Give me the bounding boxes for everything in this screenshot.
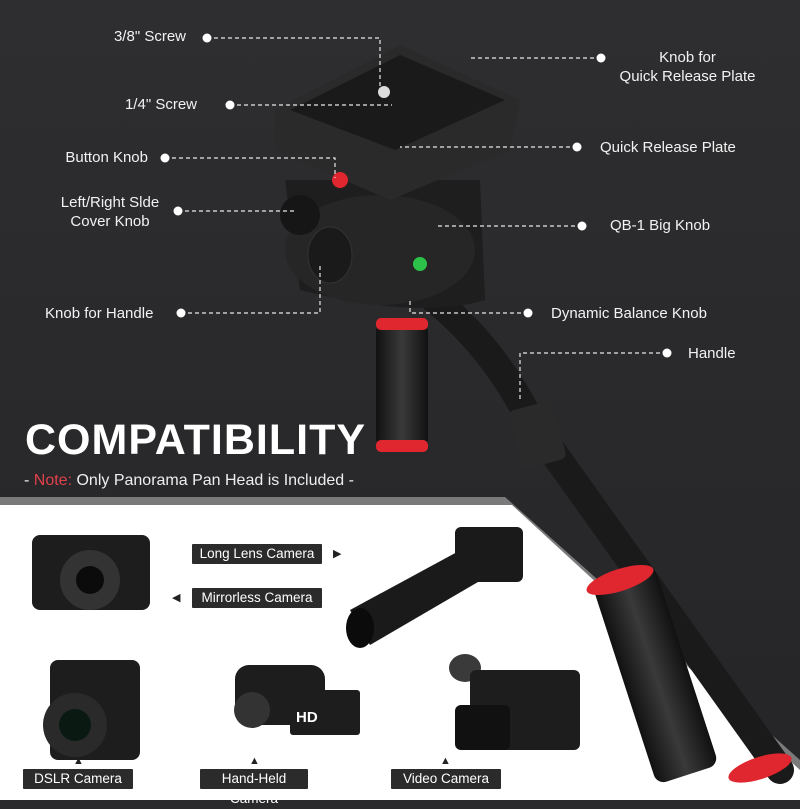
video-camera-image <box>449 654 580 750</box>
note-prefix: - <box>24 472 34 489</box>
label-line: Knob for <box>659 49 716 66</box>
label-handle: Handle <box>688 345 736 362</box>
label-quick-release-plate: Quick Release Plate <box>600 139 736 156</box>
tag-video-camera: Video Camera <box>391 769 501 789</box>
compatibility-title: COMPATIBILITY <box>25 416 367 464</box>
arrow-up-icon: ▲ <box>249 755 260 767</box>
arrow-right-icon: ▶ <box>333 548 342 560</box>
arrow-left-icon: ◀ <box>172 592 181 604</box>
label-dynamic-balance-knob: Dynamic Balance Knob <box>551 305 707 322</box>
handheld-camera-image: HD <box>234 665 360 735</box>
arrow-up-icon: ▲ <box>440 755 451 767</box>
label-button-knob: Button Knob <box>65 149 148 166</box>
svg-text:HD: HD <box>296 709 318 726</box>
label-line: Cover Knob <box>70 213 150 230</box>
label-3-8-screw: 3/8" Screw <box>113 28 186 45</box>
tag-dslr-camera: DSLR Camera <box>23 769 133 789</box>
arrow-up-icon: ▲ <box>73 755 84 767</box>
compatibility-note: - Note: Only Panorama Pan Head is Includ… <box>24 472 354 490</box>
label-qb1-big-knob: QB-1 Big Knob <box>610 217 711 234</box>
label-side-cover-knob: Left/Right Slde Cover Knob <box>45 193 175 231</box>
tag-handheld-camera: Hand-Held Camera <box>200 769 308 806</box>
label-line: Left/Right Slde <box>60 194 160 211</box>
note-label: Note: <box>33 472 73 489</box>
label-knob-for-handle: Knob for Handle <box>45 305 154 322</box>
tag-mirrorless-camera: Mirrorless Camera <box>192 588 322 608</box>
dslr-camera-image <box>43 660 140 760</box>
note-text: Only Panorama Pan Head is Included - <box>72 472 354 489</box>
long-lens-camera-image <box>346 527 523 648</box>
tag-long-lens-camera: Long Lens Camera <box>192 544 322 564</box>
mirrorless-camera-image <box>32 535 150 610</box>
pan-head-image <box>275 45 520 452</box>
callout-lines <box>165 37 667 400</box>
label-1-4-screw: 1/4" Screw <box>124 96 197 113</box>
callout-dots <box>160 33 672 358</box>
label-knob-quick-release: Knob for Quick Release Plate <box>610 48 765 86</box>
label-line: Quick Release Plate <box>619 68 756 85</box>
